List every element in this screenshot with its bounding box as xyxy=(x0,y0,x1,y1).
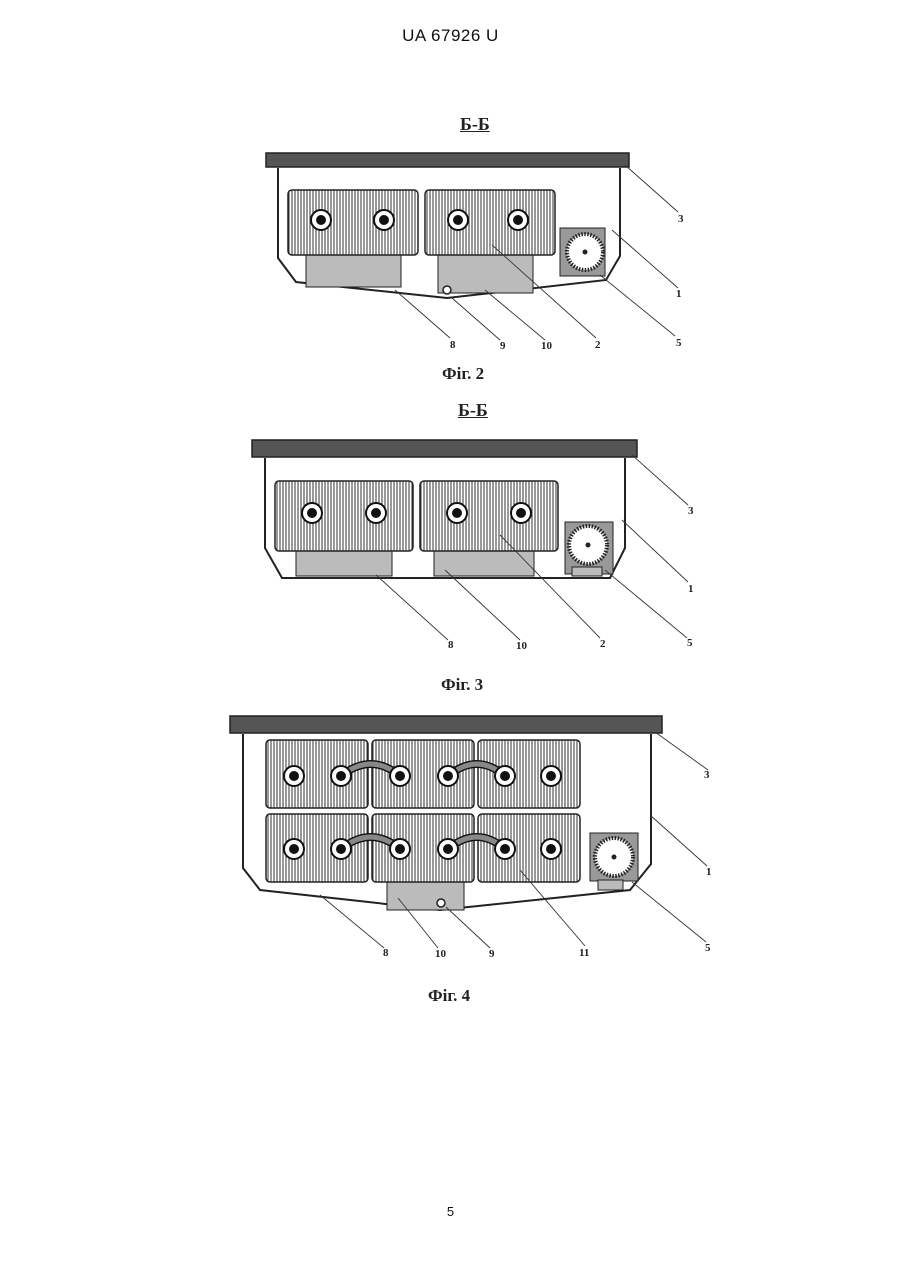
heat-exchanger-block xyxy=(288,190,418,255)
label-9: 9 xyxy=(500,340,506,352)
heat-exchanger-block xyxy=(478,740,580,808)
label-8: 8 xyxy=(450,339,456,351)
tray-left xyxy=(306,255,401,287)
tabletop-plate xyxy=(230,716,662,733)
caption-fig3: Фіг. 3 xyxy=(441,675,483,695)
tray-right xyxy=(434,548,534,576)
label-10: 10 xyxy=(516,640,528,652)
tabletop-plate xyxy=(252,440,637,457)
label-2: 2 xyxy=(595,339,601,351)
figure-3-drawing: 3 1 5 8 10 2 xyxy=(0,437,901,657)
label-2: 2 xyxy=(600,638,606,650)
figure-2-drawing: 3 1 5 8 9 10 2 xyxy=(0,150,901,350)
section-label-fig2: Б-Б xyxy=(460,114,490,135)
heat-exchanger-block xyxy=(266,814,368,882)
heat-exchanger-block xyxy=(420,481,558,551)
label-1: 1 xyxy=(676,288,682,300)
tray-right xyxy=(438,255,533,293)
label-3: 3 xyxy=(688,505,694,517)
page-number: 5 xyxy=(0,1204,901,1219)
patent-header: UA 67926 U xyxy=(0,26,901,46)
label-1: 1 xyxy=(688,583,694,595)
tray-left xyxy=(296,548,392,576)
label-9: 9 xyxy=(489,948,495,960)
label-3: 3 xyxy=(678,213,684,225)
drain-hole xyxy=(437,899,445,907)
heat-exchanger-block xyxy=(266,740,368,808)
label-3: 3 xyxy=(704,769,710,781)
heat-exchanger-block xyxy=(478,814,580,882)
label-10: 10 xyxy=(541,340,553,352)
caption-fig2: Фіг. 2 xyxy=(442,364,484,384)
drain-hole xyxy=(443,286,451,294)
section-label-fig3: Б-Б xyxy=(458,400,488,421)
label-1: 1 xyxy=(706,866,712,878)
label-5: 5 xyxy=(676,337,682,349)
label-8: 8 xyxy=(383,947,389,959)
heat-exchanger-block xyxy=(275,481,413,551)
label-10: 10 xyxy=(435,948,447,960)
caption-fig4: Фіг. 4 xyxy=(428,986,470,1006)
label-5: 5 xyxy=(687,637,693,649)
tray-center xyxy=(387,880,464,910)
label-8: 8 xyxy=(448,639,454,651)
tabletop-plate xyxy=(266,153,629,167)
figure-4-drawing: 3 1 5 8 10 9 11 xyxy=(0,712,901,967)
label-5: 5 xyxy=(705,942,711,954)
label-11: 11 xyxy=(579,947,589,959)
heat-exchanger-block xyxy=(425,190,555,255)
